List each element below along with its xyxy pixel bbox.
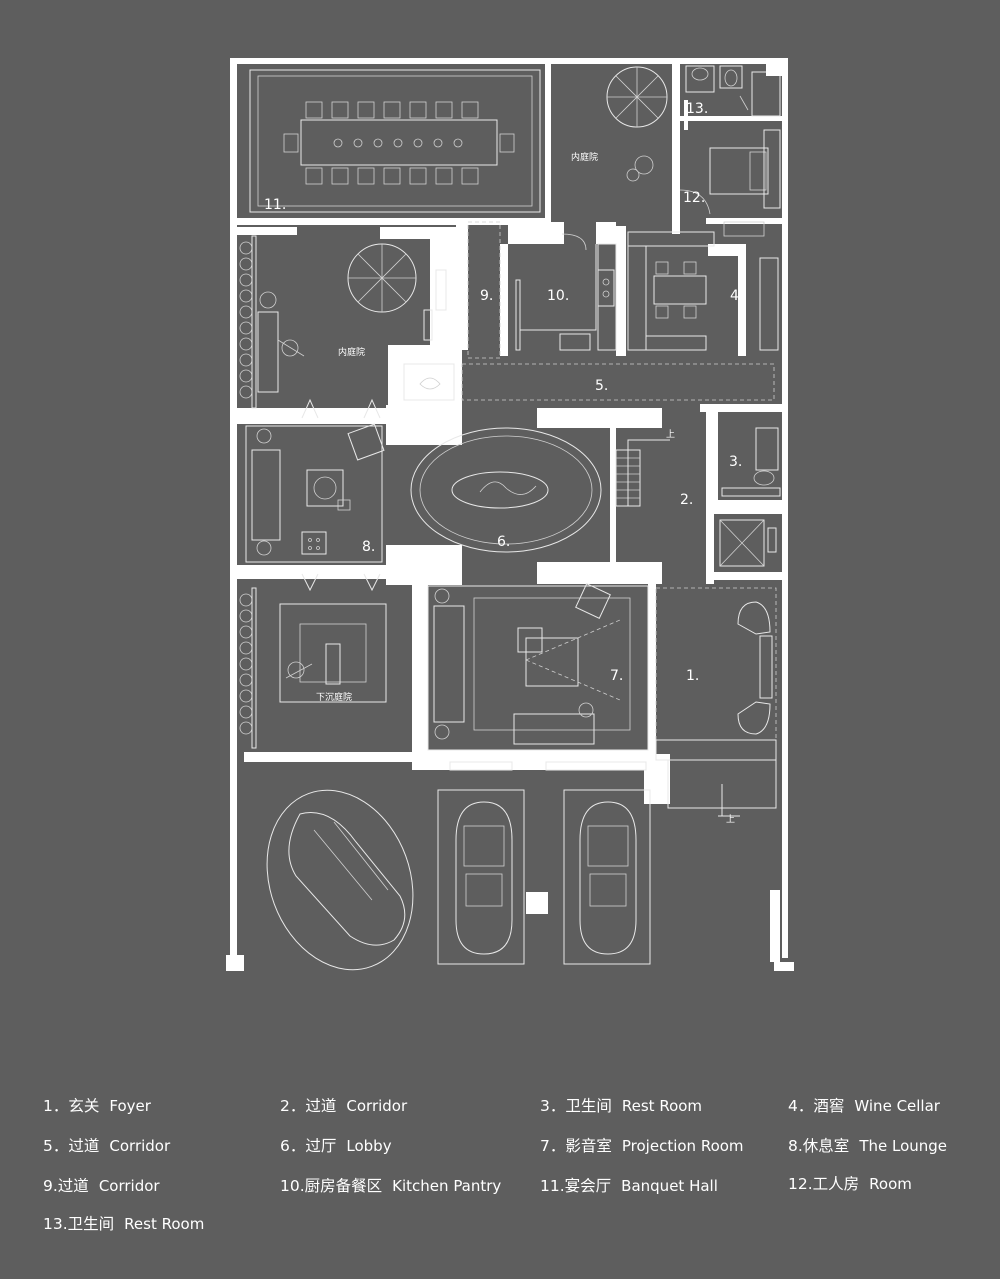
label-room-6: 6.: [497, 534, 510, 550]
label-courtyard-top: 内庭院: [571, 151, 598, 163]
courtyard-top: [606, 66, 688, 182]
kitchen-10: [515, 233, 617, 351]
rest-room-3: [721, 427, 781, 497]
elevator: [719, 519, 777, 567]
sunken-court: [239, 587, 387, 749]
label-sunken-court: 下沉庭院: [316, 691, 352, 703]
label-room-7: 7.: [610, 668, 623, 684]
room-labels: 1. 2. 3. 4. 5. 6. 7. 8. 9. 10. 11. 12. 1…: [264, 101, 743, 825]
label-room-2: 2.: [680, 492, 693, 508]
interior-walls: [237, 64, 782, 804]
label-room-11: 11.: [264, 197, 286, 213]
car-left: [288, 812, 406, 946]
label-room-10: 10.: [547, 288, 569, 304]
label-room-1: 1.: [686, 668, 699, 684]
rest-room-13: [685, 64, 782, 117]
lobby-6: [410, 427, 602, 553]
plant-column-lower: [239, 593, 253, 735]
car-middle: [455, 801, 513, 955]
plant-column-upper: [239, 241, 253, 399]
banquet-chairs: [283, 101, 515, 185]
label-room-4: 4.: [730, 288, 743, 304]
garage: [266, 761, 780, 971]
projection-room-7: [427, 583, 649, 751]
label-room-5: 5.: [595, 378, 608, 394]
label-room-8: 8.: [362, 539, 375, 555]
wine-cellar-4: [627, 231, 779, 351]
label-up-stair: 上: [666, 429, 675, 440]
label-room-13: 13.: [686, 101, 708, 117]
lounge-8: [245, 423, 385, 592]
table-candles: [333, 138, 463, 148]
foyer-1: [655, 587, 777, 817]
stair-corridor-2: [615, 439, 670, 507]
label-room-12: 12.: [683, 190, 705, 206]
courtyard-left: [239, 235, 447, 419]
corridor-9: [467, 221, 501, 359]
room-12: [679, 129, 781, 237]
label-room-3: 3.: [729, 454, 742, 470]
label-up-entry: 上: [726, 814, 735, 825]
floor-plan: 1. 2. 3. 4. 5. 6. 7. 8. 9. 10. 11. 12. 1…: [226, 58, 794, 971]
corridor-5: [403, 363, 775, 401]
car-right: [579, 801, 637, 955]
outer-walls: [226, 58, 794, 971]
label-courtyard-left: 内庭院: [338, 346, 365, 358]
banquet-hall: [249, 69, 541, 213]
label-room-9: 9.: [480, 288, 493, 304]
